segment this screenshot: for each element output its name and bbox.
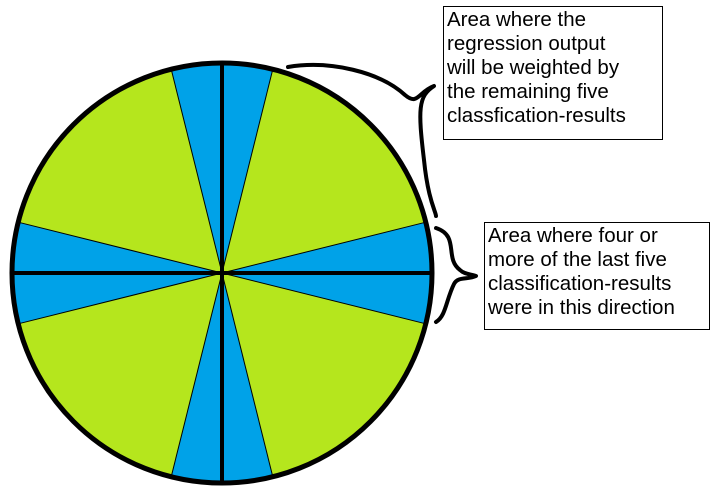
wedge-edge-line [221,221,426,274]
direction-wheel [9,60,435,486]
annotation-line: Area where the [447,8,587,31]
annotation-box-majority-area: Area where four or more of the last five… [484,222,710,330]
curly-brace-top [286,63,438,218]
annotation-line: will be weighted by [447,56,620,79]
annotation-box-weighted-area: Area where the regression output will be… [443,6,663,140]
wedge-edge-line [18,221,223,274]
annotation-line: were in this direction [488,296,675,319]
wedge-edge-line [18,272,223,325]
wedge-edge-line [170,272,223,477]
curly-brace-bottom [434,226,478,324]
annotation-line: classification-results [488,272,672,295]
wedge-edge-line [221,272,426,325]
annotation-line: Area where four or [488,224,658,247]
wedge-edge-line [221,272,274,477]
wedge-edge-line [221,69,274,274]
wedge-edge-line [170,69,223,274]
annotation-line: more of the last five [488,248,667,271]
annotation-line: regression output [447,32,606,55]
annotation-line: the remaining five [447,80,609,103]
annotation-line: classfication-results [447,104,626,127]
wheel-outline [9,60,435,486]
